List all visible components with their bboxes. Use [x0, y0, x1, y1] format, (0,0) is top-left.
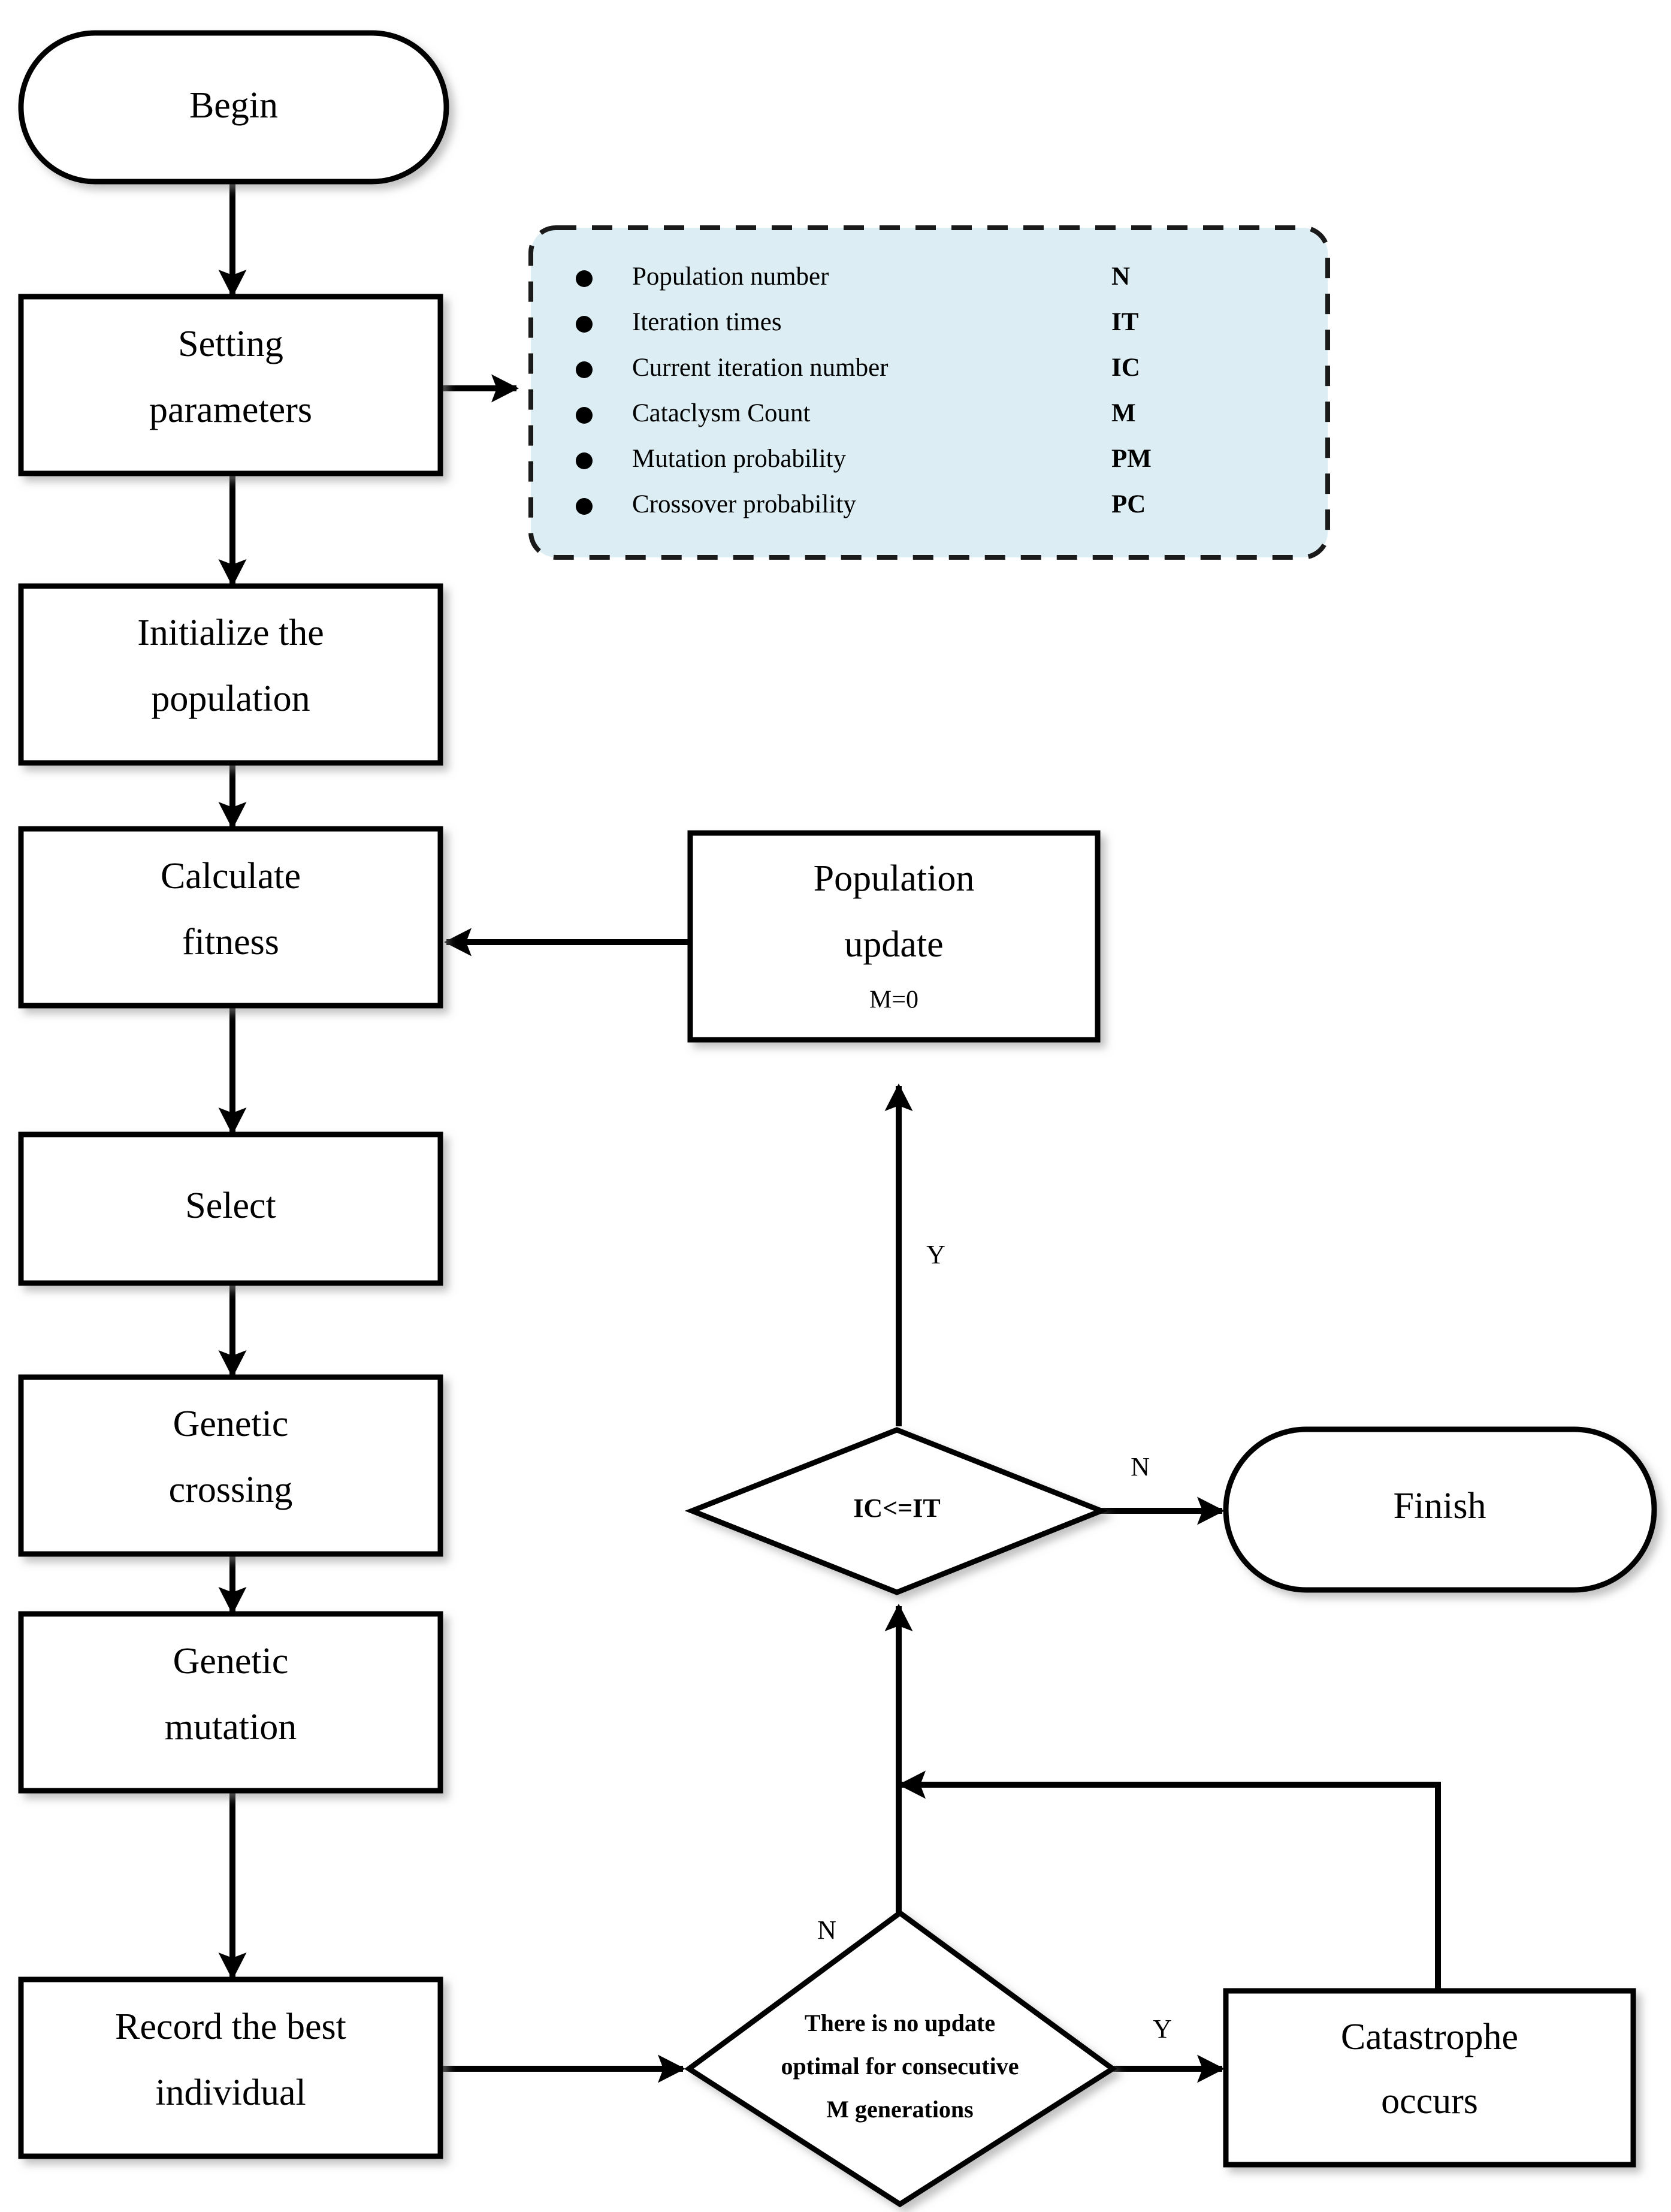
parameter-symbol: PC	[1111, 490, 1146, 518]
genetic-crossing-shape	[18, 1374, 443, 1557]
begin-shape	[18, 30, 449, 185]
parameter-symbol: IC	[1111, 354, 1140, 382]
record-best-label-line1: Record the best	[115, 2006, 346, 2047]
genetic-mutation-shape	[18, 1611, 443, 1794]
parameter-name: Current iteration number	[632, 354, 888, 382]
node-select[interactable]: Select	[18, 1131, 443, 1286]
parameter-panel-box	[528, 225, 1330, 560]
parameter-symbol: PM	[1111, 445, 1152, 473]
bullet-icon	[576, 407, 593, 424]
record-best-shape	[18, 1976, 443, 2159]
decision-no-update-label-line1: There is no update	[805, 2009, 995, 2036]
node-decision-no-update[interactable]: There is no update optimal for consecuti…	[684, 1909, 1117, 2208]
parameter-name: Iteration times	[632, 308, 782, 336]
bullet-icon	[576, 361, 593, 378]
setting-parameters-label-line2: parameters	[149, 390, 312, 430]
initialize-label-line1: Initialize the	[137, 612, 324, 653]
catastrophe-label-line1: Catastrophe	[1341, 2017, 1518, 2057]
edge-catastrophe-to-trunk	[898, 1770, 1441, 1990]
calculate-fitness-label-line1: Calculate	[161, 856, 301, 897]
bullet-icon	[576, 270, 593, 287]
parameter-name: Crossover probability	[632, 490, 856, 518]
node-finish[interactable]: Finish	[1223, 1426, 1657, 1593]
node-decision-iteration[interactable]: IC<=IT	[684, 1427, 1109, 1595]
parameter-symbol: N	[1111, 262, 1130, 291]
population-update-shape	[687, 830, 1101, 1043]
node-population-update[interactable]: Population update M=0	[687, 830, 1101, 1043]
decision-iteration-shape	[684, 1427, 1109, 1595]
parameter-row: Cataclysm Count M	[576, 399, 1136, 427]
parameter-row: Crossover probability PC	[576, 490, 1146, 518]
select-label: Select	[185, 1185, 276, 1226]
parameter-row: Iteration times IT	[576, 308, 1139, 336]
bullet-icon	[576, 316, 593, 333]
genetic-mutation-label-line1: Genetic	[173, 1641, 289, 1682]
node-record-best-individual[interactable]: Record the best individual	[18, 1976, 443, 2159]
select-shape	[18, 1131, 443, 1286]
edge-label-no-update-no: N	[817, 1915, 836, 1945]
decision-no-update-label-line2: optimal for consecutive	[781, 2053, 1019, 2080]
initialize-label-line2: population	[151, 678, 310, 719]
record-best-label-line2: individual	[155, 2072, 306, 2113]
node-setting-parameters[interactable]: Setting parameters	[18, 294, 443, 476]
edge-label-iteration-no: N	[1131, 1452, 1150, 1481]
population-update-label-m-equals-zero: M=0	[869, 986, 918, 1014]
bullet-icon	[576, 498, 593, 515]
population-update-label-line2: update	[844, 924, 943, 965]
calculate-fitness-shape	[18, 826, 443, 1009]
node-begin[interactable]: Begin	[18, 30, 449, 185]
parameter-row: Population number N	[576, 262, 1130, 291]
node-genetic-crossing[interactable]: Genetic crossing	[18, 1374, 443, 1557]
parameter-name: Mutation probability	[632, 445, 847, 473]
setting-parameters-shape	[18, 294, 443, 476]
parameter-row: Current iteration number IC	[576, 354, 1140, 382]
node-initialize-population[interactable]: Initialize the population	[18, 583, 443, 766]
finish-shape	[1223, 1426, 1657, 1593]
genetic-mutation-label-line2: mutation	[165, 1707, 297, 1748]
initialize-shape	[18, 583, 443, 766]
edge-label-iteration-yes: Y	[926, 1240, 945, 1269]
node-calculate-fitness[interactable]: Calculate fitness	[18, 826, 443, 1009]
node-catastrophe-occurs[interactable]: Catastrophe occurs	[1223, 1988, 1636, 2168]
setting-parameters-label-line1: Setting	[178, 324, 283, 364]
finish-label: Finish	[1393, 1486, 1486, 1526]
decision-no-update-label-line3: M generations	[826, 2096, 974, 2123]
node-genetic-mutation[interactable]: Genetic mutation	[18, 1611, 443, 1794]
bullet-icon	[576, 452, 593, 469]
catastrophe-shape	[1223, 1988, 1636, 2168]
parameter-row: Mutation probability PM	[576, 445, 1152, 473]
parameter-name: Population number	[632, 262, 829, 291]
parameter-name: Cataclysm Count	[632, 399, 810, 427]
edge-label-layer: Y N N Y	[817, 1240, 1172, 2044]
genetic-crossing-label-line2: crossing	[169, 1469, 293, 1510]
decision-no-update-shape	[684, 1909, 1117, 2208]
parameter-symbol: IT	[1111, 308, 1139, 336]
parameter-panel: Population number N Iteration times IT C…	[528, 225, 1330, 560]
parameter-symbol: M	[1111, 399, 1136, 427]
genetic-crossing-label-line1: Genetic	[173, 1404, 289, 1444]
catastrophe-label-line2: occurs	[1381, 2081, 1478, 2122]
decision-iteration-label: IC<=IT	[853, 1493, 941, 1523]
calculate-fitness-label-line2: fitness	[182, 922, 279, 962]
begin-label: Begin	[189, 85, 278, 126]
population-update-label-line1: Population	[814, 858, 975, 899]
edge-label-no-update-yes: Y	[1153, 2014, 1172, 2044]
